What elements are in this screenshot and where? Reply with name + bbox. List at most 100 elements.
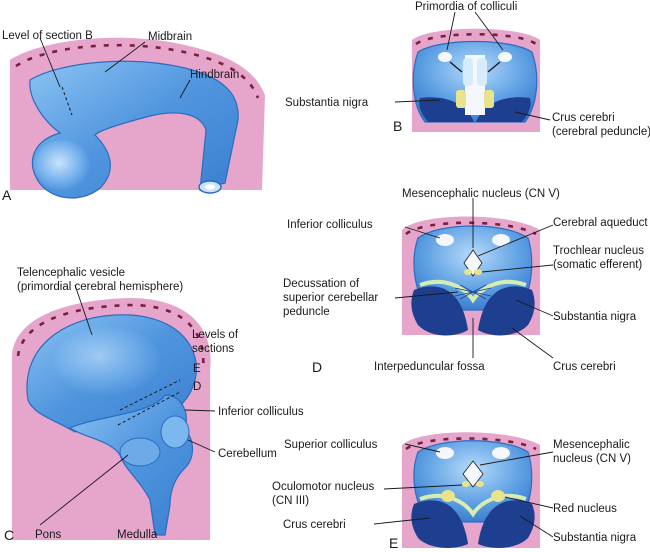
label-trochlear-1: Trochlear nucleus	[553, 245, 644, 257]
label-cerebellum: Cerebellum	[218, 448, 277, 460]
leader-mesencephalic-e	[479, 451, 554, 466]
panel-c-tissue-dots	[16, 303, 205, 369]
label-interpeduncular-fossa: Interpeduncular fossa	[374, 361, 485, 373]
leader-level-b	[39, 37, 61, 88]
panel-d-nigra-band	[419, 279, 527, 304]
label-midbrain: Midbrain	[148, 31, 192, 43]
leader-pons	[39, 454, 129, 526]
panel-d-inferior-colliculus-left	[436, 234, 454, 246]
panel-e-letter: E	[389, 535, 398, 551]
leader-crus-cerebri-b	[514, 111, 551, 121]
label-decussation-1: Decussation of	[283, 278, 360, 290]
leader-red-nucleus	[504, 496, 554, 509]
panel-c-level-e	[119, 379, 181, 411]
panel-e-aqueduct	[462, 460, 484, 488]
label-crus-cerebri-d: Crus cerebri	[553, 361, 616, 373]
label-oculomotor-2: (CN III)	[272, 495, 309, 507]
label-crus-cerebri-b-1: Crus cerebri	[552, 112, 615, 124]
label-crus-cerebri-b-2: (cerebral peduncle)	[552, 126, 650, 138]
label-trochlear-2: (somatic efferent)	[553, 259, 642, 271]
panel-a-tube-lumen	[205, 184, 215, 190]
panel-d-trochlear-left	[464, 269, 472, 275]
panel-c-hemisphere-highlight	[50, 325, 160, 395]
panel-d-crus-right	[478, 286, 535, 336]
leader-substantia-nigra-d	[515, 299, 554, 317]
leader-hindbrain	[179, 79, 191, 99]
panel-e-oculomotor-right	[476, 481, 484, 487]
label-telencephalic-1: Telencephalic vesicle	[17, 267, 125, 279]
leader-inferior-colliculus-d	[404, 226, 441, 239]
panel-e-crus-right	[478, 500, 535, 548]
label-level-d: D	[193, 381, 201, 393]
label-mesencephalic-d: Mesencephalic nucleus (CN V)	[402, 188, 560, 200]
label-medulla: Medulla	[117, 529, 158, 541]
label-level-section-b: Level of section B	[2, 30, 93, 42]
panel-a-section-b-level	[61, 86, 73, 116]
label-red-nucleus: Red nucleus	[553, 503, 617, 515]
leader-substantia-nigra-b	[394, 99, 441, 103]
label-pons: Pons	[35, 529, 61, 541]
label-telencephalic-2: (primordial cerebral hemisphere)	[17, 281, 183, 293]
panel-d-trochlear-right	[474, 269, 482, 275]
panel-d: Mesencephalic nucleus (CN V) Inferior co…	[283, 188, 648, 375]
panel-e-oculomotor-left	[462, 481, 470, 487]
panel-e-superior-colliculus-right	[492, 447, 510, 459]
leader-substantia-nigra-e	[519, 515, 554, 538]
panel-b-basal-right	[484, 90, 494, 108]
label-crus-cerebri-e: Crus cerebri	[283, 519, 346, 531]
panel-e-crus-left	[411, 500, 468, 548]
label-decussation-2: superior cerebellar	[283, 292, 378, 304]
label-inferior-colliculus-d: Inferior colliculus	[287, 219, 373, 231]
panel-b-basal-left	[456, 90, 466, 108]
label-substantia-nigra-b: Substantia nigra	[285, 97, 369, 109]
panel-b-arrows	[449, 61, 501, 73]
panel-e: Superior colliculus Mesencephalic nucleu…	[272, 432, 637, 551]
label-hindbrain: Hindbrain	[190, 69, 239, 81]
panel-a: Level of section B Midbrain Hindbrain A	[2, 30, 265, 203]
label-mesencephalic-e-1: Mesencephalic	[553, 439, 630, 451]
panel-d-letter: D	[312, 359, 322, 375]
label-primordia-colliculi: Primordia of colliculi	[415, 1, 517, 13]
panel-a-letter: A	[2, 187, 12, 203]
leader-primordia-right	[474, 11, 504, 51]
leader-midbrain	[104, 41, 146, 73]
panel-e-red-nucleus-left	[441, 490, 455, 502]
panel-c-level-d	[117, 391, 181, 426]
leader-crus-cerebri-e	[373, 517, 431, 525]
leader-crus-cerebri-d	[511, 327, 554, 359]
panel-b-plate-right	[477, 58, 487, 86]
panel-b: Primordia of colliculi Substantia nigra …	[285, 1, 650, 138]
label-mesencephalic-e-2: nucleus (CN V)	[553, 453, 631, 465]
label-substantia-nigra-e: Substantia nigra	[553, 532, 637, 544]
leader-inferior-colliculus-c	[184, 409, 216, 412]
leader-telencephalic	[74, 284, 93, 336]
label-oculomotor-1: Oculomotor nucleus	[272, 481, 375, 493]
panel-d-decussation	[454, 284, 492, 300]
label-levels-1: Levels of	[192, 329, 239, 341]
panel-c-cerebellum	[160, 415, 190, 449]
panel-b-plate-left	[463, 58, 473, 86]
leader-decussation	[394, 291, 459, 299]
leader-oculomotor	[383, 484, 463, 490]
panel-e-tissue-dots	[405, 437, 537, 451]
label-substantia-nigra-d: Substantia nigra	[553, 311, 637, 323]
panel-b-colliculus-right	[498, 52, 512, 62]
label-inferior-colliculus-c: Inferior colliculus	[218, 406, 304, 418]
panel-b-crus-right	[476, 97, 531, 122]
leader-primordia-left	[446, 11, 456, 51]
panel-c-letter: C	[4, 527, 14, 543]
panel-d-tissue-dots	[405, 221, 537, 236]
panel-d-crus-left	[411, 286, 468, 336]
panel-a-forebrain-highlight	[34, 140, 90, 190]
panel-a-tissue-outline-dots	[15, 43, 260, 99]
label-decussation-3: peduncle	[283, 306, 330, 318]
panel-b-crus-left	[419, 97, 474, 122]
panel-c-pons	[119, 437, 161, 467]
panel-b-letter: B	[393, 118, 402, 134]
label-cerebral-aqueduct: Cerebral aqueduct	[553, 217, 648, 229]
label-level-e: E	[193, 363, 201, 375]
panel-e-nigra-band	[419, 493, 527, 518]
label-levels-2: sections	[192, 343, 234, 355]
